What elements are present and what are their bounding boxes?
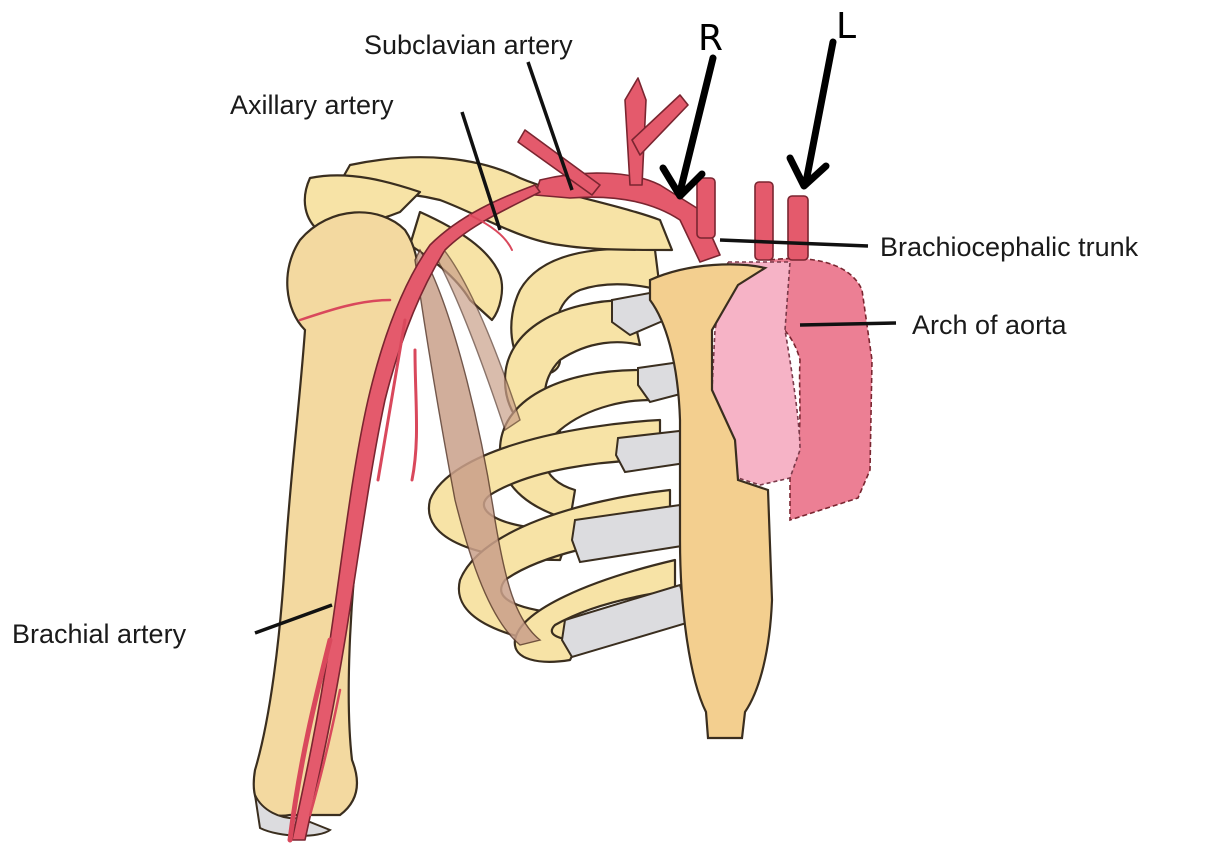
label-axillary-artery: Axillary artery: [230, 90, 394, 120]
label-brachial-artery: Brachial artery: [12, 619, 187, 649]
label-subclavian-artery: Subclavian artery: [364, 30, 573, 60]
aorta-pointer: [800, 323, 896, 325]
subclavian-pointer: [528, 62, 572, 190]
marker-left: L: [836, 6, 856, 47]
left-arrow: [790, 42, 833, 186]
right-arrow: [663, 58, 713, 196]
label-arch-of-aorta: Arch of aorta: [912, 310, 1068, 340]
marker-right: R: [698, 18, 723, 59]
label-brachiocephalic-trunk: Brachiocephalic trunk: [880, 232, 1139, 262]
